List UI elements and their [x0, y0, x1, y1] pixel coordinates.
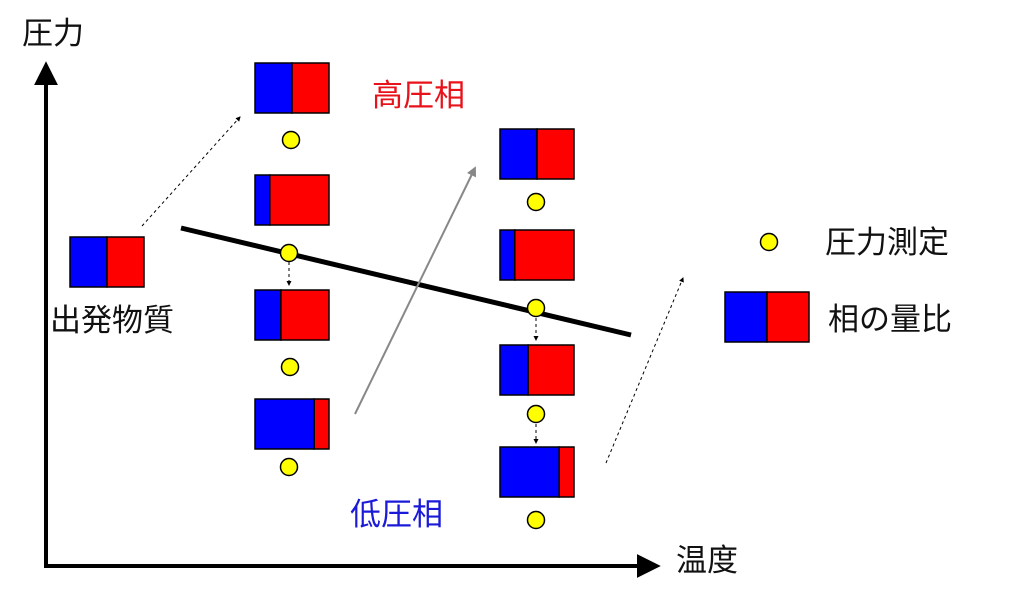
- measurement-dot: [526, 404, 546, 424]
- low-pressure-fraction: [69, 236, 108, 288]
- high-pressure-fraction: [766, 291, 810, 343]
- measurement-dot: [279, 243, 299, 263]
- high-pressure-fraction: [106, 236, 145, 288]
- high-pressure-phase-label: 高圧相: [372, 78, 465, 114]
- phase-box-run1-2: [254, 174, 330, 226]
- phase-box-run2-3: [499, 344, 575, 396]
- measurement-dot: [281, 130, 301, 150]
- low-pressure-fraction: [254, 62, 293, 114]
- y-axis-label: 圧力: [22, 16, 84, 52]
- phase-box-run1-1: [254, 62, 330, 114]
- low-pressure-fraction: [499, 128, 538, 180]
- measurement-dot: [526, 298, 546, 318]
- legend-measurement-dot: [759, 232, 779, 252]
- low-pressure-fraction: [254, 289, 282, 341]
- high-pressure-fraction: [280, 289, 330, 341]
- phase-box-run2-2: [499, 229, 575, 281]
- high-pressure-fraction: [269, 174, 330, 226]
- low-pressure-fraction: [724, 291, 768, 343]
- high-pressure-fraction: [527, 344, 575, 396]
- arrow-start-to-high: [141, 116, 241, 227]
- high-pressure-fraction: [558, 446, 575, 498]
- low-pressure-phase-label: 低圧相: [350, 497, 443, 533]
- low-pressure-fraction: [254, 398, 315, 450]
- measurement-dot: [279, 457, 299, 477]
- phase-box-run2-4: [499, 446, 575, 498]
- high-pressure-fraction: [291, 62, 330, 114]
- high-pressure-fraction: [313, 398, 330, 450]
- phase-box-run2-1: [499, 128, 575, 180]
- legend-phase-ratio-label: 相の量比: [828, 302, 952, 338]
- measurement-dot: [280, 357, 300, 377]
- high-pressure-fraction: [514, 229, 575, 281]
- starting-material-label: 出発物質: [50, 303, 174, 339]
- phase-boundary-line: [180, 225, 632, 338]
- phase-box-run1-3: [254, 289, 330, 341]
- arrow-run1-to-run2: [354, 166, 476, 415]
- phase-box-run1-4: [254, 398, 330, 450]
- high-pressure-fraction: [536, 128, 575, 180]
- measurement-dot: [526, 510, 546, 530]
- x-axis-label: 温度: [676, 543, 738, 579]
- measurement-dot: [526, 192, 546, 212]
- low-pressure-fraction: [499, 344, 529, 396]
- low-pressure-fraction: [499, 229, 516, 281]
- arrow-run2-onward: [605, 277, 684, 464]
- legend-phase-box: [724, 291, 810, 343]
- phase-box-start: [69, 236, 145, 288]
- low-pressure-fraction: [254, 174, 271, 226]
- legend-pressure-measurement-label: 圧力測定: [825, 225, 949, 261]
- low-pressure-fraction: [499, 446, 560, 498]
